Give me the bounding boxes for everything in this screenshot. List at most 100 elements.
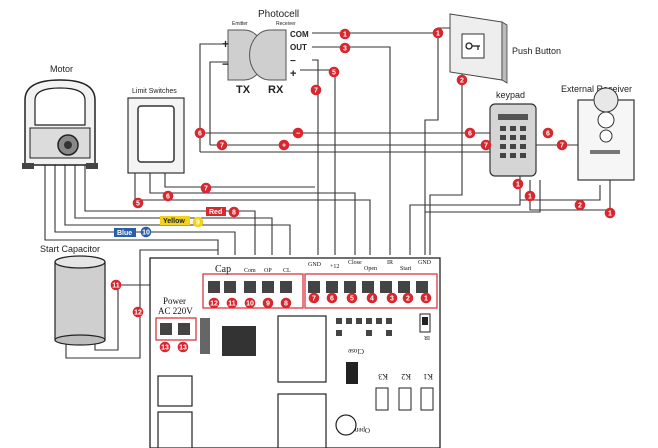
wire-badge-number: 5: [350, 296, 354, 303]
wire-badge-number: 1: [343, 32, 347, 39]
wire-badge-number: −: [296, 131, 300, 138]
wire-badge: [328, 66, 340, 78]
push-button: Push Button: [449, 13, 561, 84]
motor-label: Motor: [50, 64, 73, 74]
wire-badge: [177, 341, 189, 353]
wire-badge: [339, 28, 351, 40]
wire-badge: [310, 84, 322, 96]
wire-badge-number: 1: [528, 194, 532, 201]
open-mirror-label: Open: [354, 426, 370, 434]
keypad: keypad: [489, 90, 537, 177]
rx-plus: +: [290, 68, 296, 80]
close-terminal-label: Close: [348, 260, 362, 266]
wire-badge-number: 6: [330, 296, 334, 303]
wire-badge: [308, 292, 320, 304]
gnd2-label: GND: [418, 260, 432, 266]
terminal-screws: [208, 281, 428, 293]
wire-badge: [244, 297, 256, 309]
k2-label: K2: [401, 372, 411, 381]
wire-badge: [132, 306, 144, 318]
start-capacitor-label: Start Capacitor: [40, 244, 100, 254]
wire-badge: [366, 292, 378, 304]
wire-badge: [420, 292, 432, 304]
control-board: Cap Com OP CL GND +12 Close Open IR Star…: [149, 257, 441, 448]
wire-badge: [278, 139, 290, 151]
op-terminal-label: OP: [264, 268, 272, 274]
keypad-label: keypad: [496, 90, 525, 100]
com-label: COM: [290, 30, 309, 39]
wire-badge: [226, 297, 238, 309]
wire-badge: [162, 190, 174, 202]
wire-badge: [524, 190, 536, 202]
svg-text:Blue: Blue: [117, 230, 132, 237]
external-receiver: External Receiver: [561, 84, 635, 181]
wire-badge-number: 13: [161, 345, 169, 352]
wire-badge-number: 8: [284, 301, 288, 308]
wire-badge: [456, 74, 468, 86]
wire-badge: [292, 127, 304, 139]
wire-badge-number: 6: [198, 131, 202, 138]
keypad-buttons: [500, 126, 526, 158]
wire-badge-number: 6: [546, 131, 550, 138]
photocell-title: Photocell: [258, 9, 299, 20]
yellow-wire-tag: [160, 216, 190, 225]
out-label: OUT: [290, 43, 307, 52]
wire-badge: [604, 207, 616, 219]
wire-badge-number: 1: [608, 211, 612, 218]
rx-receiver-body: [249, 29, 287, 81]
wire-badge: [228, 206, 240, 218]
wire-badge: [262, 297, 274, 309]
photocell: Photocell Emitter Receiver + − TX RX COM…: [222, 9, 309, 96]
receiver-label: Receiver: [276, 21, 296, 27]
wire-badge-number: 4: [370, 296, 374, 303]
emitter-label: Emitter: [232, 21, 248, 27]
wire-badge: [556, 139, 568, 151]
key-icon: [465, 42, 480, 50]
wire-color-tags: Red Yellow Blue: [114, 207, 226, 237]
tx-plus: +: [222, 37, 229, 51]
wire-badge-number: 11: [112, 283, 120, 290]
ir-mirror-label: IR: [424, 334, 430, 340]
wire-badge-number: 2: [406, 296, 410, 303]
cap-label: Cap: [215, 264, 231, 275]
wire-badge-number: 2: [460, 78, 464, 85]
tx-label: TX: [236, 84, 251, 96]
wire-badge: [132, 197, 144, 209]
wire-badge-number: 10: [246, 301, 254, 308]
wire-badge-number: +: [282, 143, 286, 150]
wire-badge: [200, 182, 212, 194]
power-label: Power: [163, 296, 186, 306]
wire-badge: [159, 341, 171, 353]
wire-badge: [402, 292, 414, 304]
ac220v-label: AC 220V: [158, 306, 193, 316]
wire-badge-number: 1: [436, 31, 440, 38]
start-terminal-label: Start: [400, 266, 412, 272]
motor: Motor: [22, 64, 98, 169]
wire-badge: [110, 279, 122, 291]
red-wire-tag: [206, 207, 226, 216]
wire-badge: [216, 139, 228, 151]
wire-badge: [194, 127, 206, 139]
wire-badge-number: 7: [560, 143, 564, 150]
wire-badge: [512, 178, 524, 190]
gnd1-label: GND: [308, 262, 322, 268]
push-button-label: Push Button: [512, 46, 561, 56]
com-terminal-label: Com: [244, 268, 256, 274]
wire-badge-number: 10: [142, 230, 150, 237]
wire-badge-number: 2: [578, 203, 582, 210]
plus12-label: +12: [330, 264, 339, 270]
wire-badge-number: 12: [210, 301, 218, 308]
wire-badge-number: 5: [136, 201, 140, 208]
wire-badge-number: 1: [424, 296, 428, 303]
wire-badge: [280, 297, 292, 309]
wire-badge-number: 7: [314, 88, 318, 95]
wire-badge: [574, 199, 586, 211]
wire-badge-number: 1: [516, 182, 520, 189]
wire-badge-number: 13: [179, 345, 187, 352]
wire-badge-number: 7: [220, 143, 224, 150]
wire-badge: [464, 127, 476, 139]
wire-badge: [339, 42, 351, 54]
wire-badge: [432, 27, 444, 39]
relay-component: [200, 318, 210, 354]
wire-badge-number: 3: [390, 296, 394, 303]
